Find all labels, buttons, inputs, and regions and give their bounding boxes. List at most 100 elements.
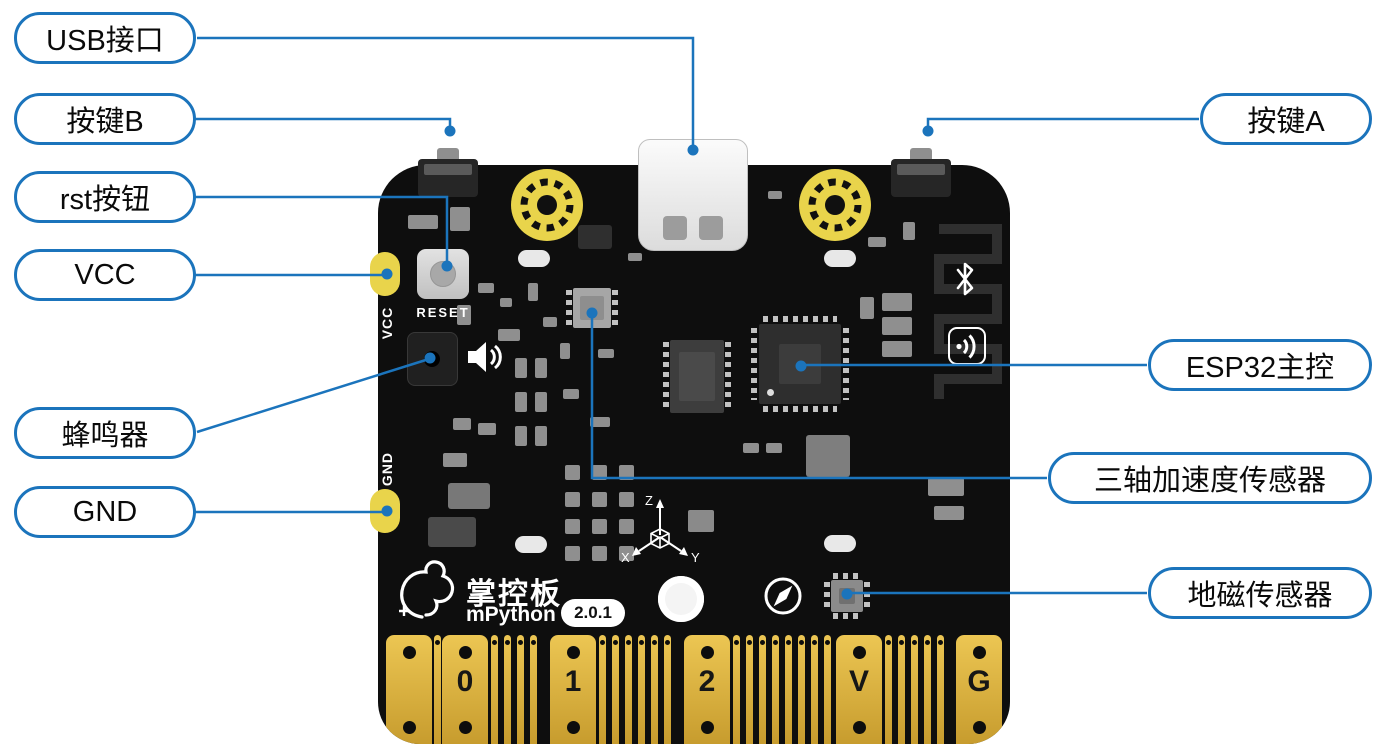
- vcc-pad: [370, 252, 400, 296]
- smd-component: [478, 283, 494, 293]
- smd-component: [882, 293, 912, 311]
- edge-pad-large: V: [836, 635, 882, 744]
- smd-component: [518, 250, 550, 267]
- smd-component: [535, 426, 547, 446]
- edge-pad-small: [651, 635, 658, 744]
- edge-pad-large: 0: [442, 635, 488, 744]
- smd-component: [619, 546, 634, 561]
- edge-pad-label: 2: [698, 665, 716, 698]
- axis-z-label: Z: [645, 493, 653, 508]
- smd-component: [628, 253, 642, 261]
- callout-magnetometer: 地磁传感器: [1148, 567, 1372, 619]
- mounting-hole-right: [799, 169, 871, 241]
- smd-component: [934, 506, 964, 520]
- smd-component: [592, 492, 607, 507]
- mounting-hole-left: [511, 169, 583, 241]
- leader-usb: [197, 36, 695, 149]
- smd-component: [868, 237, 886, 247]
- smd-component: [688, 510, 714, 532]
- button-b-nub: [437, 148, 459, 161]
- edge-pad-small: [733, 635, 740, 744]
- smd-component: [478, 423, 496, 435]
- reset-button: [417, 249, 469, 299]
- gnd-pad: [370, 489, 400, 533]
- smd-component: [578, 225, 612, 249]
- brand-name: 掌控板: [466, 578, 562, 611]
- smd-component: [590, 417, 610, 427]
- edge-pad-small: [530, 635, 537, 744]
- smd-component: [565, 546, 580, 561]
- smd-component: [543, 317, 557, 327]
- smd-component: [619, 465, 634, 480]
- edge-pad-small: [885, 635, 892, 744]
- leader-button-b: [195, 117, 452, 129]
- edge-pad-small: [517, 635, 524, 744]
- speaker-icon: [468, 342, 502, 372]
- board: RESET VCC GND: [370, 139, 1010, 744]
- smd-component: [457, 305, 471, 325]
- gnd-label: GND: [379, 451, 395, 487]
- usb-connector: [638, 139, 748, 251]
- edge-pad-small: [504, 635, 511, 744]
- edge-pad-small: [433, 635, 441, 744]
- smd-component: [903, 222, 915, 240]
- antenna-pattern: [934, 224, 1002, 399]
- bottom-mounting-hole: [658, 576, 704, 622]
- smd-component: [515, 536, 547, 553]
- smd-component: [882, 341, 912, 357]
- edge-pad-label: G: [967, 665, 991, 698]
- callout-buzzer: 蜂鸣器: [14, 407, 196, 459]
- edge-pad-small: [746, 635, 753, 744]
- hand-logo-icon: [399, 560, 455, 619]
- edge-pad-small: [924, 635, 931, 744]
- smd-component: [500, 298, 512, 307]
- edge-pad-small: [811, 635, 818, 744]
- smd-component: [806, 435, 850, 477]
- smd-component: [565, 465, 580, 480]
- edge-pad-small: [898, 635, 905, 744]
- edge-pad-small: [612, 635, 619, 744]
- smd-component: [928, 478, 964, 496]
- ic-chip: [663, 338, 731, 415]
- callout-button-a: 按键A: [1200, 93, 1372, 145]
- button-a-nub: [910, 148, 932, 161]
- edge-pad-label: 1: [564, 665, 582, 698]
- brand-subname: mPython: [466, 603, 556, 626]
- chip-magnetometer: [824, 573, 870, 619]
- smd-component: [592, 519, 607, 534]
- edge-pad-small: [759, 635, 766, 744]
- callout-gnd: GND: [14, 486, 196, 538]
- smd-component: [453, 418, 471, 430]
- smd-component: [619, 492, 634, 507]
- wifi-icon: [948, 327, 986, 365]
- dot-button-a: [922, 125, 934, 137]
- edge-pad-small: [625, 635, 632, 744]
- smd-component: [450, 207, 470, 231]
- smd-component: [882, 317, 912, 335]
- smd-component: [766, 443, 782, 453]
- button-b: [418, 159, 478, 197]
- smd-component: [824, 535, 856, 552]
- edge-pad-large: 2: [684, 635, 730, 744]
- smd-component: [515, 426, 527, 446]
- smd-component: [768, 191, 782, 199]
- smd-component: [743, 443, 759, 453]
- vcc-label: VCC: [379, 306, 395, 340]
- callout-vcc: VCC: [14, 249, 196, 301]
- smd-component: [860, 297, 874, 319]
- smd-component: [428, 517, 476, 547]
- edge-pad-small: [664, 635, 671, 744]
- leader-button-a: [926, 117, 1199, 129]
- smd-component: [448, 483, 490, 509]
- button-a: [891, 159, 951, 197]
- callout-usb-port: USB接口: [14, 12, 196, 64]
- axis-y-label: Y: [691, 550, 700, 565]
- version-badge: 2.0.1: [561, 599, 625, 627]
- smd-component: [408, 215, 438, 229]
- smd-component: [824, 250, 856, 267]
- chip-accelerometer: [566, 286, 618, 330]
- edge-pad-small: [599, 635, 606, 744]
- smd-component: [560, 343, 570, 359]
- edge-pad-small: [772, 635, 779, 744]
- callout-button-b: 按键B: [14, 93, 196, 145]
